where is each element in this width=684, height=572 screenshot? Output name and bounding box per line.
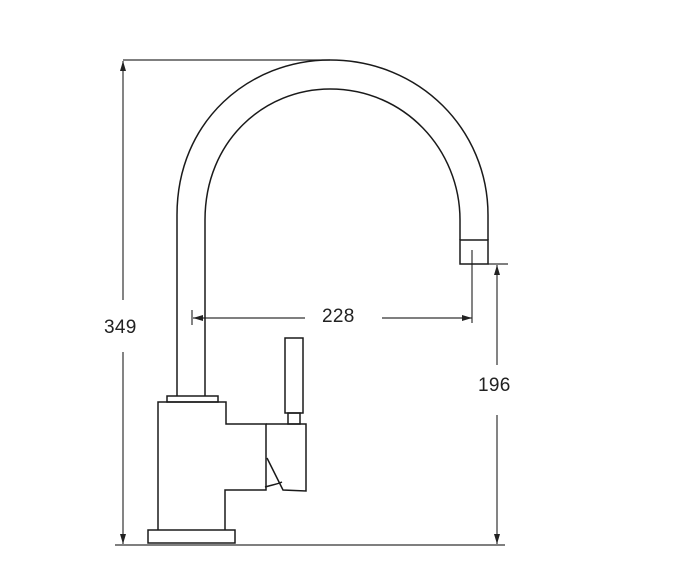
handle-block bbox=[266, 423, 307, 492]
reach-dimension-label: 228 bbox=[320, 305, 357, 328]
handle-block-curve bbox=[264, 481, 283, 488]
clearance-dimension-label: 196 bbox=[477, 374, 512, 397]
handle-lever bbox=[284, 337, 304, 414]
height-dimension-349 bbox=[115, 59, 505, 546]
spout-outer-curve bbox=[176, 59, 489, 396]
height-dimension-label: 349 bbox=[103, 316, 138, 339]
tap-outline bbox=[147, 59, 489, 544]
clearance-dimension-196 bbox=[488, 263, 508, 544]
reach-dimension-228 bbox=[191, 250, 473, 325]
spout-collar bbox=[166, 395, 219, 403]
tap-body bbox=[157, 401, 267, 530]
spout-inner-curve bbox=[204, 88, 461, 396]
handle-stem bbox=[287, 412, 301, 425]
base-plate bbox=[147, 529, 236, 544]
spout-nozzle bbox=[459, 239, 489, 265]
